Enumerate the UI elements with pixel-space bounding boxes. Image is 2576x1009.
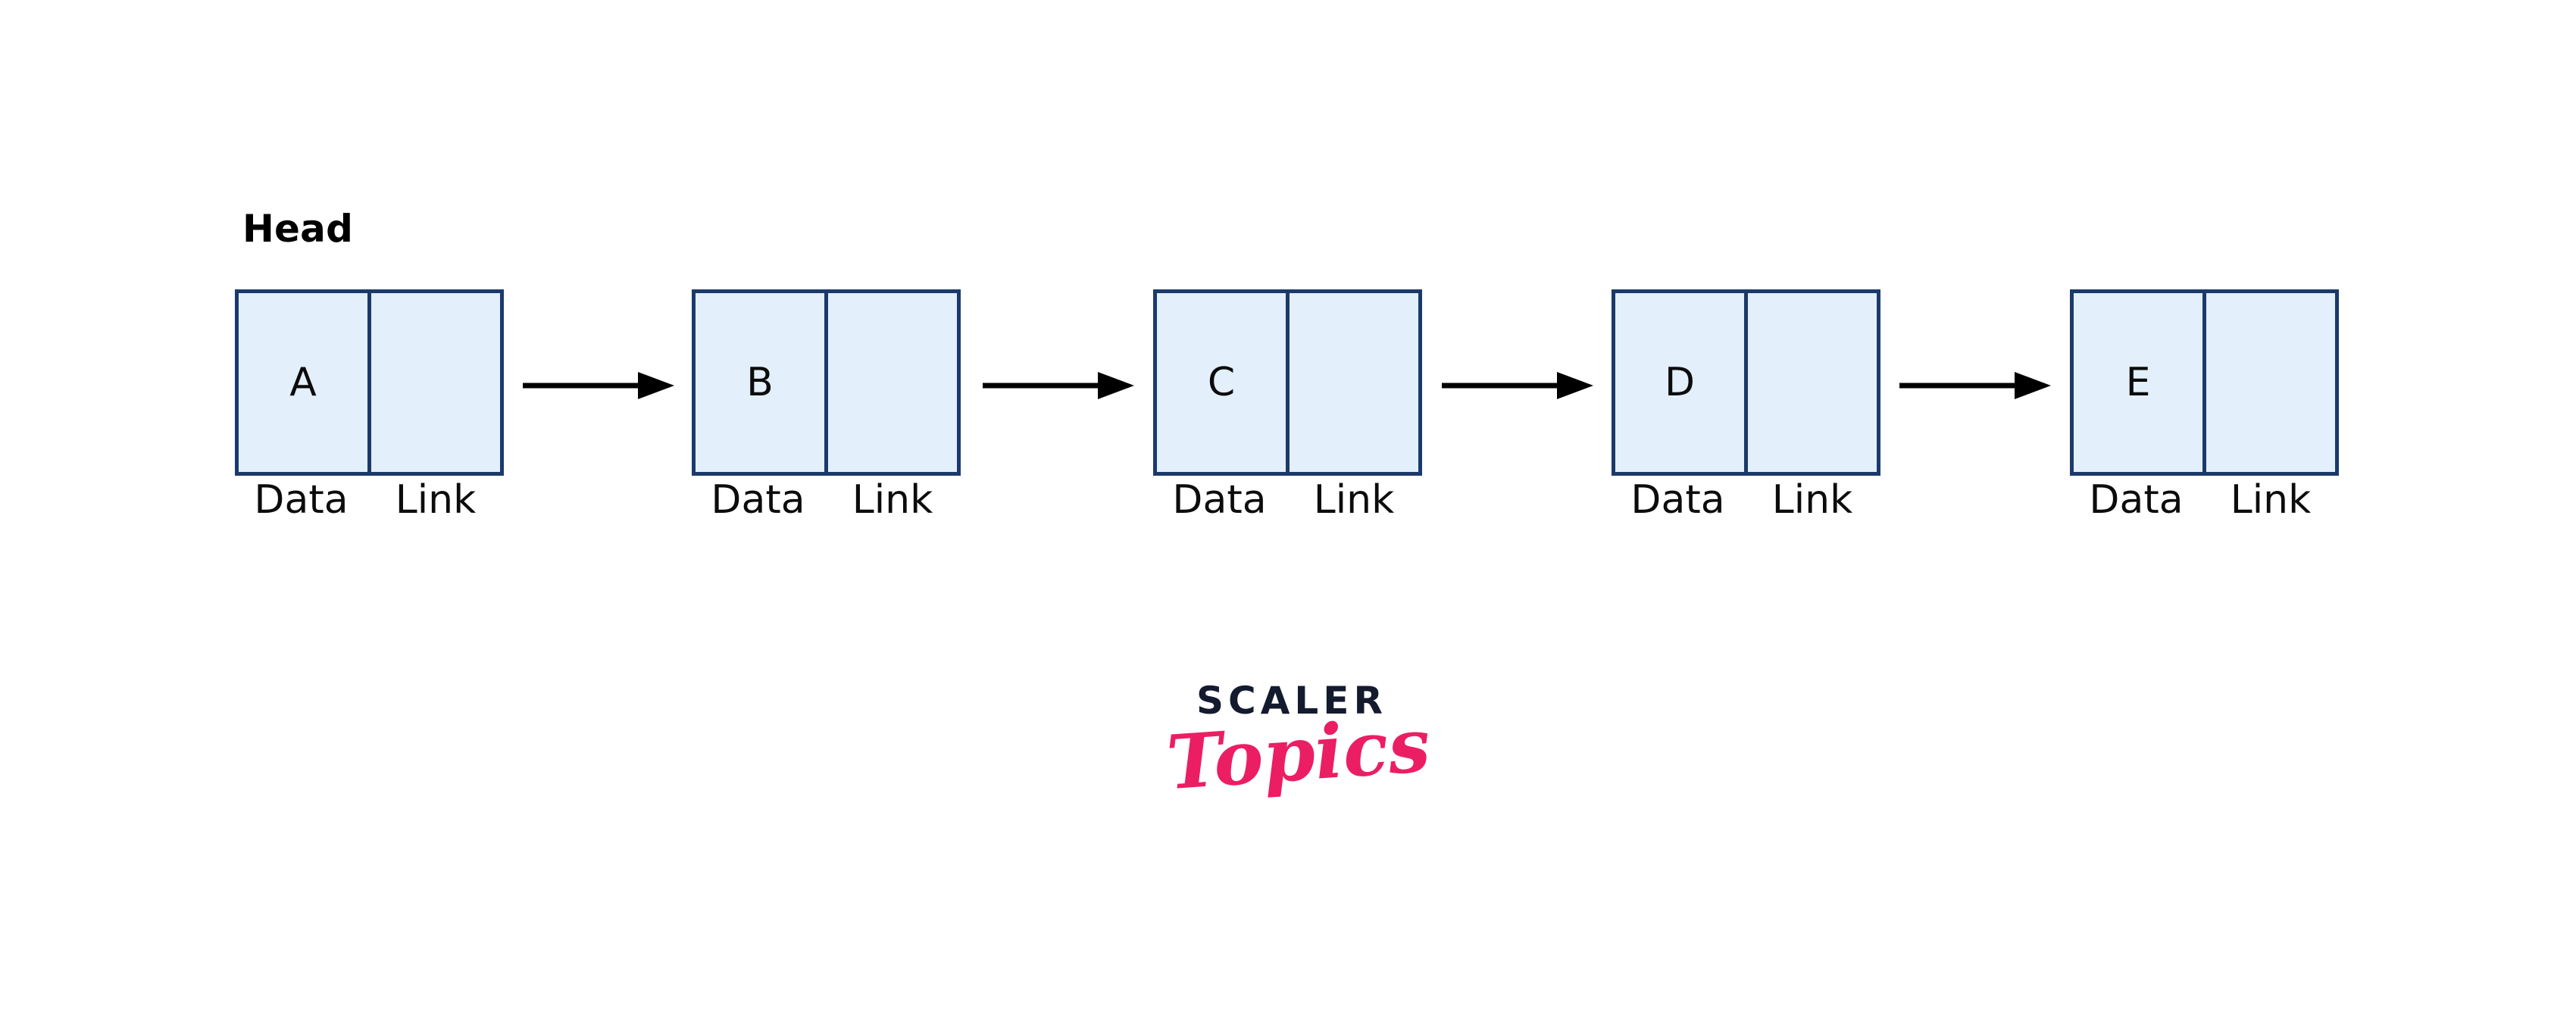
data-caption: Data — [711, 477, 805, 523]
list-node: B Data Link — [692, 289, 961, 520]
logo-script: Topics — [1164, 701, 1433, 808]
head-pointer-label: Head — [242, 207, 354, 251]
data-caption: Data — [1630, 477, 1725, 523]
link-arrow-d-to-e — [1899, 369, 2052, 402]
node-captions: Data Link — [1153, 480, 1422, 520]
link-caption: Link — [1771, 477, 1853, 523]
node-value: D — [1664, 360, 1696, 405]
link-arrow-a-to-b — [523, 369, 676, 402]
scaler-topics-logo: SCALER Topics — [1164, 679, 1433, 864]
node-link-cell — [371, 293, 500, 472]
node-link-cell — [1748, 293, 1877, 472]
list-node: E Data Link — [2070, 289, 2339, 520]
node-captions: Data Link — [2070, 480, 2339, 520]
node-captions: Data Link — [235, 480, 504, 520]
data-caption: Data — [1172, 477, 1267, 523]
data-caption: Data — [2089, 477, 2184, 523]
node-data-cell: E — [2074, 293, 2206, 472]
node-box: B — [692, 289, 961, 476]
node-data-cell: C — [1157, 293, 1290, 472]
node-data-cell: A — [239, 293, 371, 472]
node-captions: Data Link — [692, 480, 961, 520]
link-caption: Link — [1313, 477, 1395, 523]
node-value: E — [2125, 360, 2151, 405]
node-box: E — [2070, 289, 2339, 476]
link-caption: Link — [395, 477, 477, 523]
link-caption: Link — [852, 477, 933, 523]
node-captions: Data Link — [1612, 480, 1880, 520]
node-value: A — [289, 360, 317, 405]
node-box: A — [235, 289, 504, 476]
link-caption: Link — [2230, 477, 2312, 523]
node-value: C — [1207, 360, 1236, 405]
node-link-cell — [2206, 293, 2335, 472]
node-box: C — [1153, 289, 1422, 476]
list-node: C Data Link — [1153, 289, 1422, 520]
list-node: A Data Link — [235, 289, 504, 520]
logo-wordmark: SCALER — [1196, 679, 1387, 723]
link-arrow-b-to-c — [983, 369, 1136, 402]
node-box: D — [1612, 289, 1880, 476]
node-link-cell — [1290, 293, 1418, 472]
data-caption: Data — [254, 477, 349, 523]
list-node: D Data Link — [1612, 289, 1880, 520]
node-data-cell: D — [1615, 293, 1748, 472]
node-value: B — [746, 360, 774, 405]
link-arrow-c-to-d — [1442, 369, 1595, 402]
node-data-cell: B — [696, 293, 828, 472]
node-link-cell — [828, 293, 957, 472]
